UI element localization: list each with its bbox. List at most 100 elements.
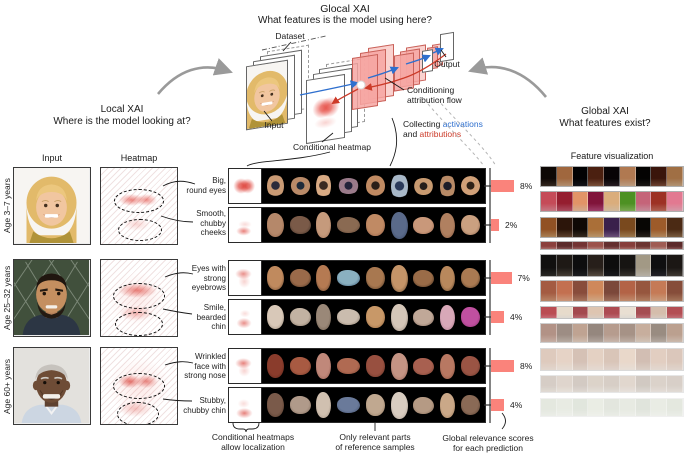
feature-sample <box>604 324 620 342</box>
feature-viz-strip-wrinkled-faces <box>540 280 684 302</box>
feature-viz-strip-older-faces <box>540 323 684 343</box>
global-xai-title: Global XAI <box>581 106 629 117</box>
feature-sample <box>604 167 620 186</box>
feature-sample <box>667 242 683 249</box>
relevance-bar <box>491 180 514 192</box>
feature-sample <box>604 349 620 370</box>
conditional-heatmap-thumb <box>229 261 262 295</box>
feature-sample <box>667 376 683 392</box>
reference-sample <box>337 217 361 233</box>
feature-sample <box>572 399 589 416</box>
feature-sample <box>667 255 683 276</box>
reference-sample <box>316 212 332 238</box>
reference-sample <box>365 214 385 236</box>
feature-sample <box>619 324 636 342</box>
reference-sample <box>365 175 385 197</box>
feature-viz-strip-smiles-teeth <box>540 306 684 319</box>
feature-sample <box>572 376 589 392</box>
global-xai-question: What features exist? <box>559 118 651 129</box>
feature-sample <box>604 281 620 301</box>
feature-sample <box>572 255 589 276</box>
feature-viz-strip-pink-cheeks <box>540 191 684 212</box>
local-xai-question: Where is the model looking at? <box>53 116 191 127</box>
dashed-ellipse-mouth <box>118 219 162 241</box>
reference-sample <box>266 393 284 417</box>
feature-sample <box>588 376 605 392</box>
feature-sample <box>541 376 557 392</box>
reference-sample <box>440 212 456 238</box>
feature-sample <box>588 192 605 211</box>
feature-sample <box>541 218 557 237</box>
feature-label-strong-eyebrows: Eyes with strong eyebrows <box>191 264 226 292</box>
conditional-heatmap-thumb <box>229 388 262 422</box>
glocal-title: Glocal XAI <box>320 3 370 15</box>
reference-sample <box>266 213 284 237</box>
reference-sample <box>337 270 361 286</box>
glocal-question: What features is the model using here? <box>258 15 432 26</box>
feature-sample <box>651 281 668 301</box>
caption-relevance-scores: Global relevance scores for each predict… <box>442 433 534 453</box>
feature-sample <box>651 255 668 276</box>
feature-label-chubby-cheeks: Smooth, chubby cheeks <box>196 209 226 237</box>
reference-sample <box>337 309 361 325</box>
local-xai-title: Local XAI <box>100 104 144 115</box>
feature-sample <box>635 324 652 342</box>
reference-sample <box>365 355 385 377</box>
reference-sample <box>413 308 435 326</box>
feature-sample <box>619 192 636 211</box>
reference-sample <box>440 173 456 199</box>
heatmap-girl <box>100 167 178 245</box>
feature-sample <box>588 242 605 249</box>
reference-sample <box>390 391 408 419</box>
feature-label-stubby-chin: Stubby, chubby chin <box>183 396 226 415</box>
feature-sample <box>619 376 636 392</box>
feature-sample <box>541 255 557 276</box>
heatmap-man <box>100 259 178 337</box>
collecting-mid: and <box>403 129 420 139</box>
input-column-header: Input <box>41 153 63 163</box>
reference-sample <box>337 397 361 413</box>
feature-label-big-round-eyes: Big, round eyes <box>186 176 226 195</box>
reference-sample <box>413 396 435 414</box>
feature-sample <box>541 167 557 186</box>
reference-sample <box>316 265 332 291</box>
conditional-heatmap-thumb <box>229 300 262 334</box>
feature-sample <box>651 218 668 237</box>
feature-sample <box>556 167 573 186</box>
reference-sample <box>337 178 361 194</box>
reference-sample <box>461 268 480 288</box>
conditional-heatmap-thumb <box>229 349 262 383</box>
reference-sample <box>390 264 408 292</box>
feature-sample <box>541 324 557 342</box>
reference-sample <box>289 308 311 326</box>
reference-sample <box>390 303 408 331</box>
feature-sample <box>604 218 620 237</box>
feature-sample <box>651 167 668 186</box>
dashed-ellipse-chin <box>115 312 163 336</box>
relevance-value: 2% <box>505 220 518 230</box>
reference-sample <box>289 216 311 234</box>
reference-strip-cheeks <box>228 207 486 243</box>
elder-portrait <box>14 348 89 423</box>
feature-sample <box>667 349 683 370</box>
age-label-row2: Age 25–32 years <box>2 265 12 331</box>
reference-sample <box>413 269 435 287</box>
feature-sample <box>667 167 683 186</box>
caption-localization: Conditional heatmaps allow localization <box>211 432 295 452</box>
conditioning-attribution-flow-label: Conditioning attribution flow <box>407 85 462 105</box>
feature-sample <box>604 255 620 276</box>
reference-sample <box>390 211 408 239</box>
dashed-ellipse-eyes <box>114 189 164 213</box>
activations-word: activations <box>442 119 483 129</box>
local-xai-arrow <box>157 58 233 95</box>
age-label-row3: Age 60+ years <box>2 358 12 414</box>
feature-sample <box>588 307 605 318</box>
reference-sample <box>440 304 456 330</box>
reference-sample <box>461 176 480 196</box>
feature-sample <box>635 192 652 211</box>
feature-sample <box>635 349 652 370</box>
feature-sample <box>604 242 620 249</box>
reference-sample <box>316 304 332 330</box>
collecting-prefix: Collecting <box>403 119 443 129</box>
feature-viz-strip-faintest-strip <box>540 398 684 417</box>
